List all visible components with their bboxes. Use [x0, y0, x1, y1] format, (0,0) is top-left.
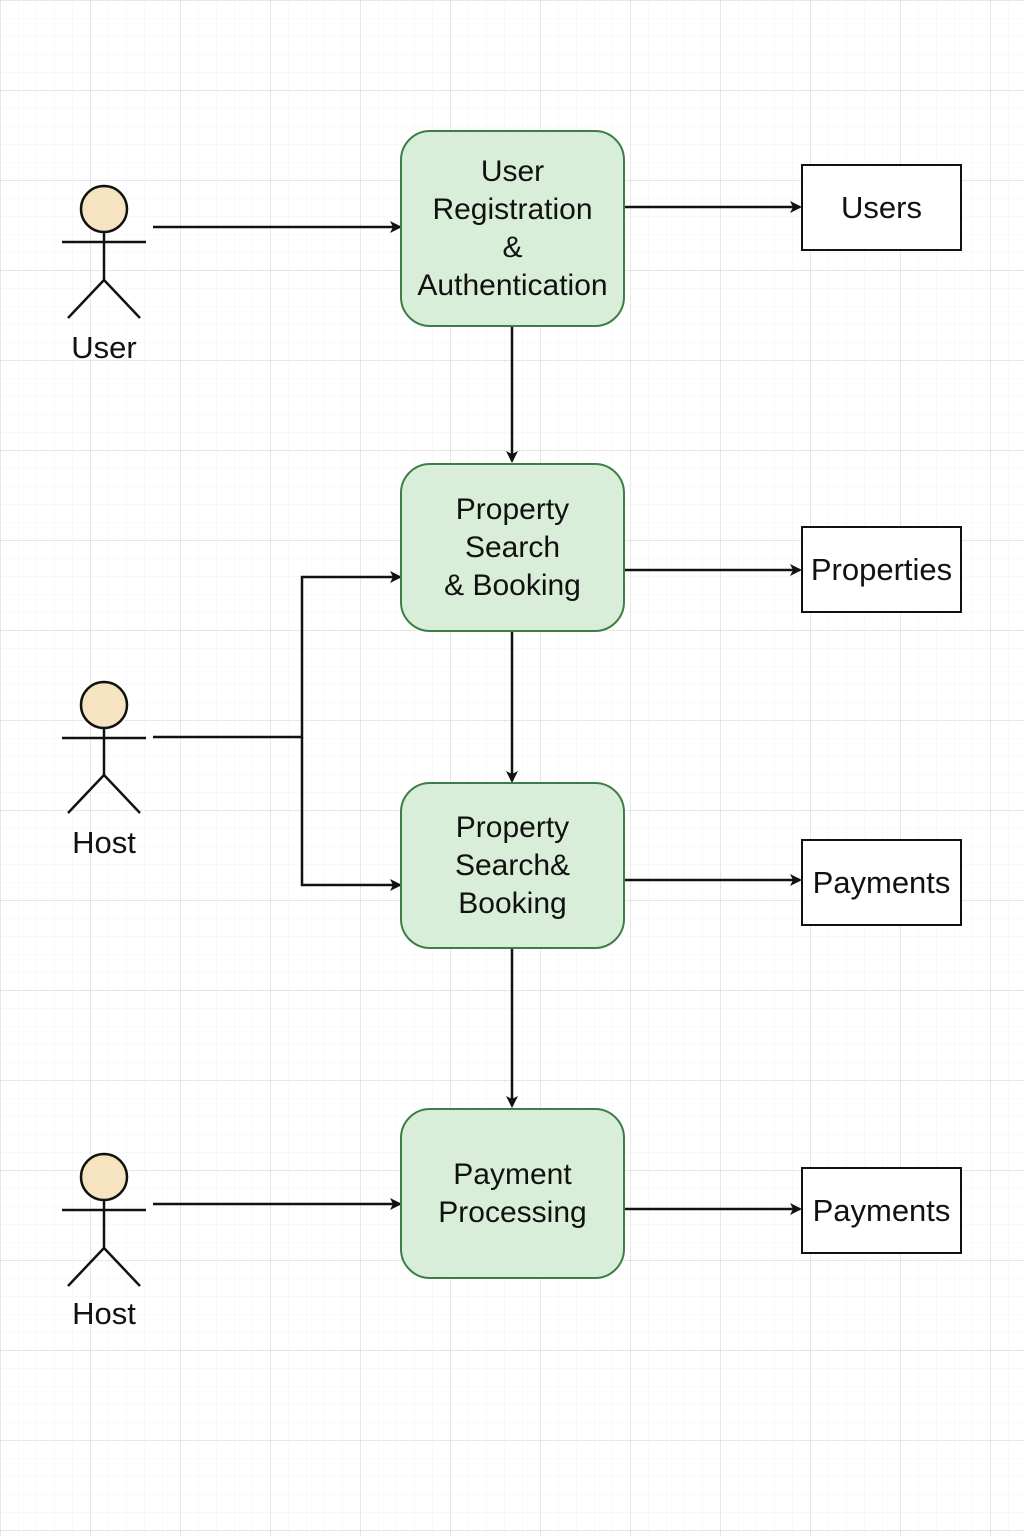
data-store-properties[interactable]: Properties	[801, 526, 962, 613]
actor-label: User	[71, 330, 137, 365]
process-user-registration[interactable]: User Registration & Authentication	[400, 130, 625, 327]
data-store-payments-2[interactable]: Payments	[801, 1167, 962, 1254]
process-property-search-booking[interactable]: Property Search & Booking	[400, 463, 625, 632]
data-store-users[interactable]: Users	[801, 164, 962, 251]
stick-figure-icon	[62, 680, 146, 814]
process-label: Payment Processing	[438, 1157, 587, 1229]
actor-label: Host	[72, 1296, 136, 1331]
actor-label: Host	[72, 825, 136, 860]
process-label: User Registration & Authentication	[417, 154, 608, 302]
process-property-search-booking-2[interactable]: Property Search& Booking	[400, 782, 625, 949]
actor-user: User	[54, 180, 154, 365]
stick-figure-icon	[62, 1152, 146, 1287]
process-label: Property Search & Booking	[444, 492, 581, 602]
edge-host-to-search-booking-1	[153, 571, 402, 739]
process-payment-processing[interactable]: Payment Processing	[400, 1108, 625, 1279]
data-store-payments[interactable]: Payments	[801, 839, 962, 926]
edge-host-to-search-booking-2	[300, 737, 402, 891]
actor-host: Host	[54, 677, 154, 860]
stick-figure-icon	[62, 184, 146, 319]
process-label: Property Search& Booking	[454, 810, 571, 920]
actor-host: Host	[54, 1150, 154, 1331]
